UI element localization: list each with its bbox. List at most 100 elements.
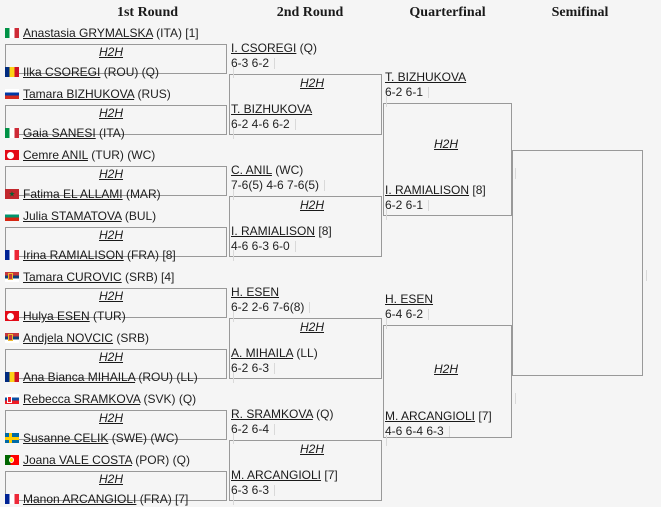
bracket-connector-round1 — [5, 166, 227, 196]
score-text: 6-3 6-2 — [231, 56, 270, 70]
connector-stub — [233, 67, 234, 78]
match-score: 4-6 6-4 6-3 — [385, 424, 450, 439]
h2h-link-quarterfinal[interactable]: H2H — [434, 137, 459, 151]
player-row: Anastasia GRYMALSKA (ITA) [1] — [5, 25, 199, 41]
score-caret — [294, 241, 296, 252]
player-name-link[interactable]: Julia STAMATOVA — [23, 209, 122, 223]
score-caret — [274, 58, 276, 69]
player-detail: (ITA) [1] — [152, 26, 199, 40]
player-detail: (MAR) — [122, 187, 161, 201]
player-detail: (SVK) (Q) — [140, 392, 197, 406]
player-detail: (WC) — [271, 163, 304, 177]
score-caret — [324, 180, 326, 191]
player-detail: (ROU) (LL) — [135, 370, 198, 384]
h2h-link-round1[interactable]: H2H — [99, 472, 124, 486]
player-name-link[interactable]: I. RAMIALISON — [385, 183, 470, 197]
player-name-link[interactable]: H. ESEN — [385, 292, 434, 306]
h2h-link-round2[interactable]: H2H — [300, 198, 325, 212]
bracket-connector-round2 — [229, 196, 382, 257]
score-caret — [309, 302, 311, 313]
h2h-link-round2[interactable]: H2H — [300, 76, 325, 90]
player-name-link[interactable]: R. SRAMKOVA — [231, 407, 313, 421]
match-score: 6-2 6-4 — [231, 422, 276, 437]
player-name-link[interactable]: Fatima EL ALLAMI — [23, 187, 123, 201]
player-name-link[interactable]: A. MIHAILA — [231, 346, 294, 360]
player-row: Irina RAMIALISON (FRA) [8] — [5, 247, 176, 263]
flag-icon — [5, 28, 19, 38]
player-name-link[interactable]: Tamara CUROVIC — [23, 270, 122, 284]
h2h-link-round1[interactable]: H2H — [99, 228, 124, 242]
connector-stub — [233, 189, 234, 200]
player-name-link[interactable]: Hulya ESEN — [23, 309, 90, 323]
player-row: Tamara CUROVIC (SRB) [4] — [5, 269, 174, 285]
player-detail: [7] — [475, 409, 492, 423]
h2h-link-round1[interactable]: H2H — [99, 289, 124, 303]
player-row: Joana VALE COSTA (POR) (Q) — [5, 452, 190, 468]
match-score: 6-2 6-3 — [231, 361, 276, 376]
advancing-player-round2: T. BIZHUKOVA — [231, 102, 312, 117]
h2h-link-round1[interactable]: H2H — [99, 167, 124, 181]
score-text: 6-2 6-1 — [385, 85, 424, 99]
score-text: 6-2 2-6 7-6(8) — [231, 300, 305, 314]
player-row: Gaia SANESI (ITA) — [5, 125, 125, 141]
player-name-link[interactable]: Susanne CELIK — [23, 431, 109, 445]
advancing-player-quarterfinal: T. BIZHUKOVA — [385, 70, 466, 85]
player-name-link[interactable]: Andjela NOVCIC — [23, 331, 114, 345]
player-detail: (Q) — [312, 407, 334, 421]
flag-icon — [5, 272, 19, 282]
h2h-link-round2[interactable]: H2H — [300, 442, 325, 456]
h2h-link-round1[interactable]: H2H — [99, 411, 124, 425]
advancing-player-quarterfinal: I. RAMIALISON [8] — [385, 183, 486, 198]
connector-stub — [515, 168, 516, 179]
player-name-link[interactable]: M. ARCANGIOLI — [385, 409, 476, 423]
player-name-link[interactable]: C. ANIL — [231, 163, 272, 177]
h2h-link-round1[interactable]: H2H — [99, 106, 124, 120]
player-name-link[interactable]: Rebecca SRAMKOVA — [23, 392, 141, 406]
player-name-link[interactable]: Ana Bianca MIHAILA — [23, 370, 136, 384]
player-name-link[interactable]: T. BIZHUKOVA — [231, 102, 313, 116]
player-name-link[interactable]: I. RAMIALISON — [231, 224, 316, 238]
h2h-link-round1[interactable]: H2H — [99, 45, 124, 59]
flag-icon — [5, 89, 19, 99]
player-name-link[interactable]: Anastasia GRYMALSKA — [23, 26, 153, 40]
connector-stub — [233, 372, 234, 383]
connector-stub — [233, 433, 234, 444]
player-detail: (TUR) (WC) — [87, 148, 156, 162]
player-name-link[interactable]: Joana VALE COSTA — [23, 453, 132, 467]
match-score: 7-6(5) 4-6 7-6(5) — [231, 178, 326, 193]
h2h-link-quarterfinal[interactable]: H2H — [434, 362, 459, 376]
score-caret — [428, 200, 430, 211]
player-name-link[interactable]: I. CSOREGI — [231, 41, 297, 55]
player-name-link[interactable]: T. BIZHUKOVA — [385, 70, 467, 84]
bracket-connector-quarterfinal — [383, 103, 512, 216]
score-text: 6-2 6-3 — [231, 361, 270, 375]
player-name-link[interactable]: Tamara BIZHUKOVA — [23, 87, 135, 101]
player-detail: (LL) — [293, 346, 318, 360]
player-name-link[interactable]: Irina RAMIALISON — [23, 248, 124, 262]
player-name-link[interactable]: Cemre ANIL — [23, 148, 88, 162]
score-caret — [274, 363, 276, 374]
player-name-link[interactable]: Ilka CSOREGI — [23, 65, 101, 79]
player-row: Julia STAMATOVA (BUL) — [5, 208, 156, 224]
connector-stub — [386, 96, 387, 107]
advancing-player-round2: A. MIHAILA (LL) — [231, 346, 318, 361]
flag-icon — [5, 150, 19, 160]
flag-icon — [5, 211, 19, 221]
advancing-player-round2: I. RAMIALISON [8] — [231, 224, 332, 239]
player-row: Ana Bianca MIHAILA (ROU) (LL) — [5, 369, 198, 385]
player-row: Cemre ANIL (TUR) (WC) — [5, 147, 155, 163]
flag-icon — [5, 311, 19, 321]
advancing-player-round2: M. ARCANGIOLI [7] — [231, 468, 338, 483]
match-score: 6-2 4-6 6-2 — [231, 117, 296, 132]
player-name-link[interactable]: Manon ARCANGIOLI — [23, 492, 137, 506]
player-detail: (POR) (Q) — [131, 453, 190, 467]
h2h-link-round1[interactable]: H2H — [99, 350, 124, 364]
player-name-link[interactable]: Gaia SANESI — [23, 126, 96, 140]
bracket-connector-quarterfinal — [383, 325, 512, 438]
player-detail: [8] — [469, 183, 486, 197]
bracket-connector-round1 — [5, 288, 227, 318]
player-name-link[interactable]: M. ARCANGIOLI — [231, 468, 322, 482]
player-name-link[interactable]: H. ESEN — [231, 285, 280, 299]
h2h-link-round2[interactable]: H2H — [300, 320, 325, 334]
match-score: 6-4 6-2 — [385, 307, 430, 322]
